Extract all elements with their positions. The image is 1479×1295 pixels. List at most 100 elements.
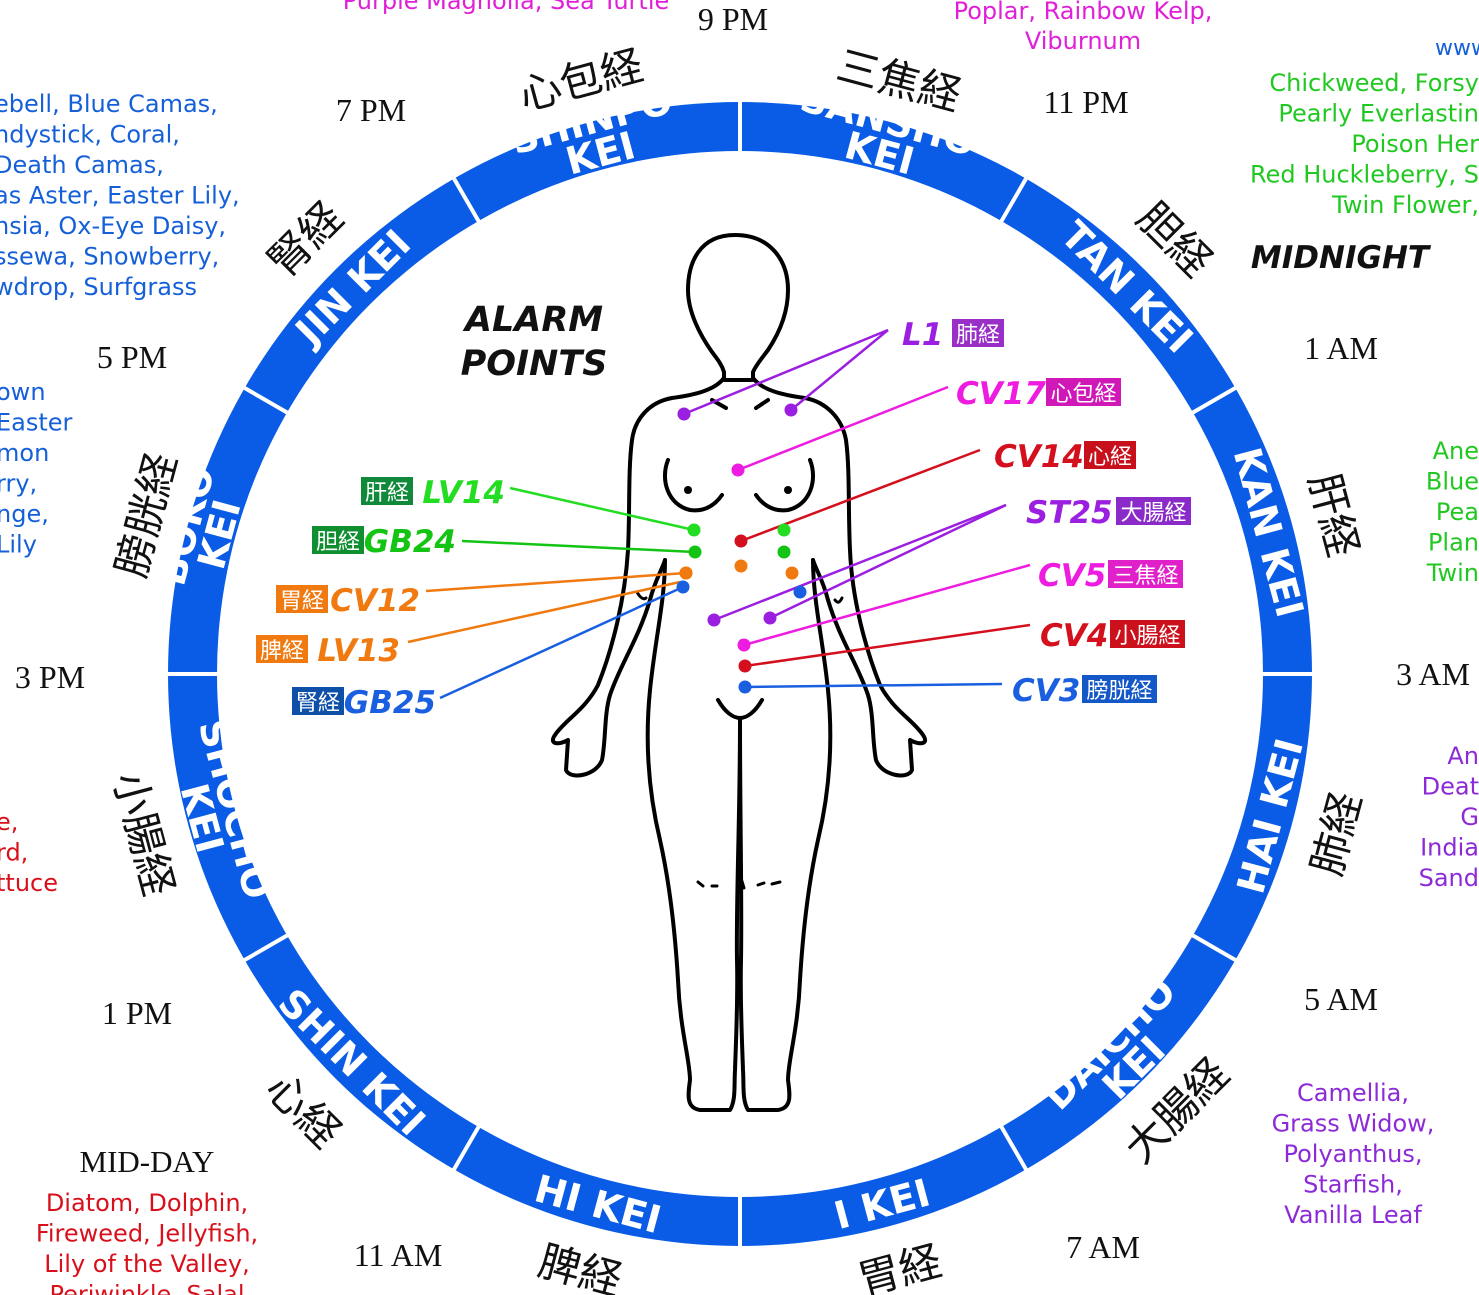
essence-line: Vanilla Leaf (1284, 1201, 1422, 1229)
essence-block-left-blue-2: ownEastermonrry,nge,Lily (0, 378, 73, 559)
nipple-right (784, 486, 792, 494)
essence-line: wdrop, Surfgrass (0, 273, 197, 301)
essence-line: Twin Flower, (1331, 191, 1479, 219)
alarm-point-dot (680, 567, 693, 580)
essence-line: nsia, Ox-Eye Daisy, (0, 212, 226, 240)
alarm-code: CV17 (956, 376, 1046, 412)
essence-block-right-purple: AnDeatGIndiaSand (1419, 742, 1479, 892)
essence-block-top-right: Poplar, Rainbow Kelp,Viburnum (954, 0, 1213, 55)
meridian-badge-text: 脾経 (260, 639, 304, 664)
hour-label-7-pm: 7 PM (336, 92, 406, 128)
alarm-point-dot (786, 567, 799, 580)
essence-line: Purple Magnolia, Sea Turtle (343, 0, 670, 15)
essence-line: Diatom, Dolphin, (46, 1189, 248, 1217)
alarm-code: LV14 (422, 475, 505, 511)
essence-line: ssewa, Snowberry, (0, 243, 219, 271)
essence-line: ndystick, Coral, (0, 121, 180, 149)
alarm-point-dot (778, 524, 791, 537)
meridian-badge-text: 膀胱経 (1086, 679, 1152, 704)
essence-line: Twin (1426, 559, 1479, 587)
alarm-point-dot (785, 404, 798, 417)
essence-line: Lily (0, 531, 37, 559)
essence-block-left-red: e,rd,ttuce (0, 808, 58, 897)
meridian-badge-text: 腎経 (296, 691, 340, 716)
essence-line: An (1447, 742, 1479, 770)
essence-line: Lily of the Valley, (44, 1250, 250, 1278)
essence-line: ebell, Blue Camas, (0, 90, 218, 118)
essence-line: Sand (1419, 864, 1479, 892)
alarm-code: GB25 (344, 685, 436, 721)
wheel-kanji-kan-kei: 肝経 (1299, 468, 1368, 562)
meridian-badge-text: 小腸経 (1114, 624, 1180, 649)
nipple-left (684, 486, 692, 494)
wheel-kanji-i-kei: 胃経 (853, 1236, 947, 1295)
essence-line: Fireweed, Jellyfish, (36, 1220, 258, 1248)
hour-label-5-am: 5 AM (1304, 981, 1378, 1017)
meridian-badge-text: 肝経 (365, 481, 409, 506)
essence-line: Blue (1426, 468, 1479, 496)
essence-line: Periwinkle, Salal (50, 1281, 245, 1295)
alarm-point-dot (735, 535, 748, 548)
essence-line: Red Huckleberry, S (1250, 161, 1479, 189)
essence-line: e, (0, 808, 18, 836)
essence-line: own (0, 378, 46, 406)
alarm-point-dot (735, 560, 748, 573)
alarm-point-dot (678, 408, 691, 421)
hour-label-3-pm: 3 PM (15, 659, 85, 695)
title-line-1: ALARM (462, 300, 603, 340)
alarm-code: CV5 (1038, 558, 1106, 594)
alarm-point-dot (739, 681, 752, 694)
essence-line: rd, (0, 839, 28, 867)
meridian-badge-text: 心包経 (1050, 382, 1116, 407)
essence-block-top-left: Purple Magnolia, Sea Turtle (343, 0, 670, 15)
essence-line: Pearly Everlastin (1278, 100, 1479, 128)
essence-line: www (1435, 36, 1479, 61)
meridian-badge-text: 肺経 (956, 323, 1000, 348)
alarm-point-dot (794, 586, 807, 599)
essence-line: Chickweed, Forsy (1269, 69, 1479, 97)
meridian-badge-text: 胃経 (280, 589, 324, 614)
essence-line: Poplar, Rainbow Kelp, (954, 0, 1213, 25)
website-partial: www (1435, 36, 1479, 61)
essence-line: Ane (1433, 437, 1479, 465)
alarm-point-dot (738, 639, 751, 652)
wheel-kanji-hi-kei: 脾経 (533, 1236, 627, 1295)
hour-label-3-am: 3 AM (1396, 656, 1470, 692)
essence-line: nge, (0, 500, 49, 528)
midnight-label: MIDNIGHT (1251, 240, 1432, 276)
essence-line: India (1420, 834, 1479, 862)
alarm-code: ST25 (1026, 495, 1113, 531)
essence-line: Deat (1422, 773, 1479, 801)
hour-label-5-pm: 5 PM (97, 339, 167, 375)
wheel-kanji-hai-kei: 肺経 (1302, 787, 1371, 881)
wheel-kanji-shocho-kei: 小腸経 (104, 767, 184, 901)
alarm-point-dot (689, 546, 702, 559)
alarm-code: CV12 (330, 583, 420, 619)
alarm-point-dot (764, 612, 777, 625)
essence-block-bottom-right: Camellia,Grass Widow,Polyanthus,Starfish… (1272, 1079, 1435, 1229)
hour-label-11-am: 11 AM (354, 1237, 443, 1273)
essence-line: Grass Widow, (1272, 1110, 1435, 1138)
alarm-point-dot (708, 614, 721, 627)
alarm-label-cv17: CV17心包経 (956, 376, 1121, 412)
meridian-badge-text: 三焦経 (1112, 564, 1178, 589)
hour-label-1-am: 1 AM (1304, 330, 1378, 366)
alarm-code: CV3 (1012, 673, 1080, 709)
alarm-code: L1 (902, 317, 943, 353)
essence-line: Easter (0, 409, 73, 437)
essence-line: as Aster, Easter Lily, (0, 182, 240, 210)
essence-line: Poison Her (1351, 130, 1479, 158)
essence-block-left-blue: ebell, Blue Camas,ndystick, Coral,Death … (0, 90, 240, 301)
alarm-code: CV14 (994, 439, 1084, 475)
essence-line: Polyanthus, (1283, 1140, 1422, 1168)
meridian-badge-text: 心経 (1088, 445, 1132, 470)
alarm-label-st25: ST25大腸経 (1026, 495, 1191, 531)
essence-line: Viburnum (1025, 27, 1141, 55)
essence-line: Starfish, (1303, 1171, 1403, 1199)
alarm-point-dot (778, 546, 791, 559)
alarm-code: GB24 (364, 524, 456, 560)
